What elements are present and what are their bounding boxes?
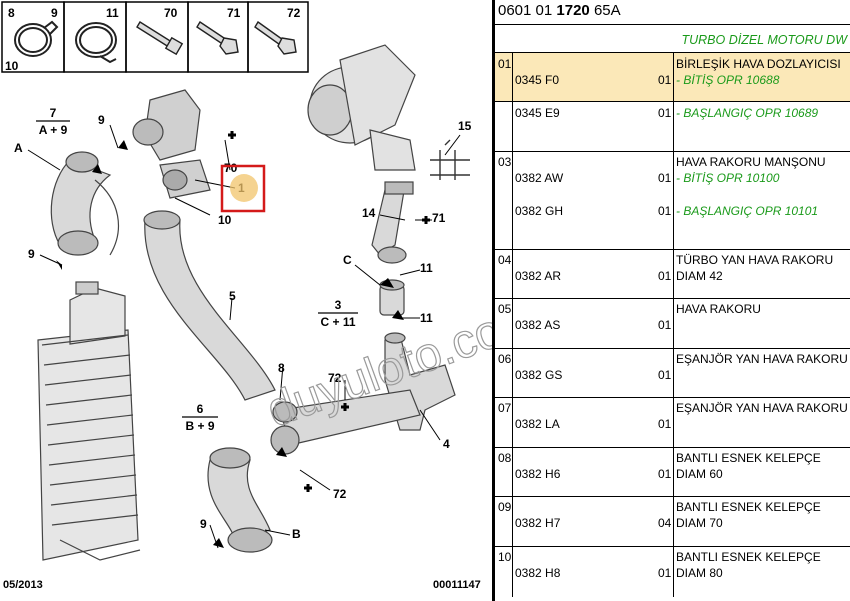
bolt-icon	[136, 20, 297, 56]
parts-table: 0601 01 1720 65A TURBO DİZEL MOTORU DW 0…	[495, 0, 850, 601]
label-14: 14	[362, 206, 376, 220]
label-C: C	[343, 253, 352, 267]
engine-subtitle: TURBO DİZEL MOTORU DW	[495, 25, 850, 53]
label-72b: 72	[333, 487, 347, 501]
pipe-8	[270, 389, 421, 455]
svg-text:7: 7	[50, 106, 57, 120]
hose-a	[50, 151, 119, 256]
table-row[interactable]: 05 HAVA RAKORU 0382 AS 01	[495, 299, 850, 349]
label-4: 4	[443, 437, 450, 451]
air-doser-1	[132, 89, 211, 199]
label-11a: 11	[420, 261, 433, 275]
label-15: 15	[458, 119, 472, 133]
svg-text:B + 9: B + 9	[185, 419, 214, 433]
table-row[interactable]: 10 BANTLI ESNEK KELEPÇE 0382 H8 01 DIAM …	[495, 547, 850, 597]
code-suffix: 65A	[593, 2, 621, 19]
box-label-11: 11	[106, 6, 119, 20]
highlight-box	[220, 164, 266, 213]
plus-markers	[228, 131, 430, 492]
turbo-drawing	[307, 44, 416, 171]
label-5: 5	[229, 289, 236, 303]
pipe-14	[371, 181, 414, 264]
label-70: 70	[224, 161, 238, 175]
label-8: 8	[278, 361, 285, 375]
box-label-70: 70	[164, 6, 178, 20]
hose-b	[207, 447, 273, 553]
diagram-date: 05/2013	[3, 579, 43, 591]
label-72a: 72	[328, 371, 342, 385]
table-row[interactable]: 04 TÜRBO YAN HAVA RAKORU 0382 AR 01 DIAM…	[495, 250, 850, 299]
table-row[interactable]: 03 HAVA RAKORU MANŞONU 0382 AW 01 - BİTİ…	[495, 152, 850, 250]
box-label-72: 72	[287, 6, 301, 20]
code-bold: 1720	[556, 2, 590, 19]
box-label-8: 8	[8, 6, 15, 20]
label-10: 10	[218, 213, 232, 227]
parts-diagram: 8 9 11 70 71 72 10	[1, 1, 492, 591]
table-row[interactable]: 07 EŞANJÖR YAN HAVA RAKORU 0382 LA 01	[495, 398, 850, 448]
divider	[492, 0, 495, 601]
box-label-10: 10	[5, 59, 19, 73]
label-71: 71	[432, 211, 446, 225]
intercooler-drawing	[37, 281, 141, 561]
svg-text:3: 3	[335, 298, 342, 312]
label-9b: 9	[28, 247, 35, 261]
hose-5	[143, 210, 276, 401]
table-row[interactable]: 09 BANTLI ESNEK KELEPÇE 0382 H7 04 DIAM …	[495, 497, 850, 547]
label-B: B	[292, 527, 301, 541]
label-A: A	[14, 141, 23, 155]
code-prefix: 0601 01	[498, 2, 553, 19]
table-row[interactable]: 08 BANTLI ESNEK KELEPÇE 0382 H6 01 DIAM …	[495, 448, 850, 497]
label-11b: 11	[420, 311, 433, 325]
highlight-dot	[230, 174, 258, 202]
box-label-71: 71	[227, 6, 241, 20]
part-labels: A 9 9 70 1 10 5 14 71 15 C 11 11 8 72 4 …	[14, 113, 472, 541]
clamp-icon	[14, 20, 117, 64]
table-row[interactable]: 06 EŞANJÖR YAN HAVA RAKORU 0382 GS 01	[495, 349, 850, 398]
table-row[interactable]: 0345 E9 01 - BAŞLANGIÇ OPR 10689	[495, 102, 850, 152]
box-label-9: 9	[51, 6, 58, 20]
fraction-labels: 7 A + 9 3 C + 11 6 B + 9	[36, 106, 358, 433]
label-9a: 9	[98, 113, 105, 127]
diagram-doc-number: 00011147	[433, 579, 481, 591]
svg-text:C + 11: C + 11	[320, 315, 355, 329]
bracket-15	[430, 139, 470, 180]
arrow-markers	[56, 140, 404, 548]
table-row[interactable]: 01 BİRLEŞİK HAVA DOZLAYICISI 0345 F0 01 …	[495, 53, 850, 102]
svg-text:A + 9: A + 9	[39, 123, 68, 137]
label-9c: 9	[200, 517, 207, 531]
top-parts-strip	[1, 1, 309, 73]
svg-text:6: 6	[197, 402, 204, 416]
part-code-header: 0601 01 1720 65A	[495, 0, 850, 25]
